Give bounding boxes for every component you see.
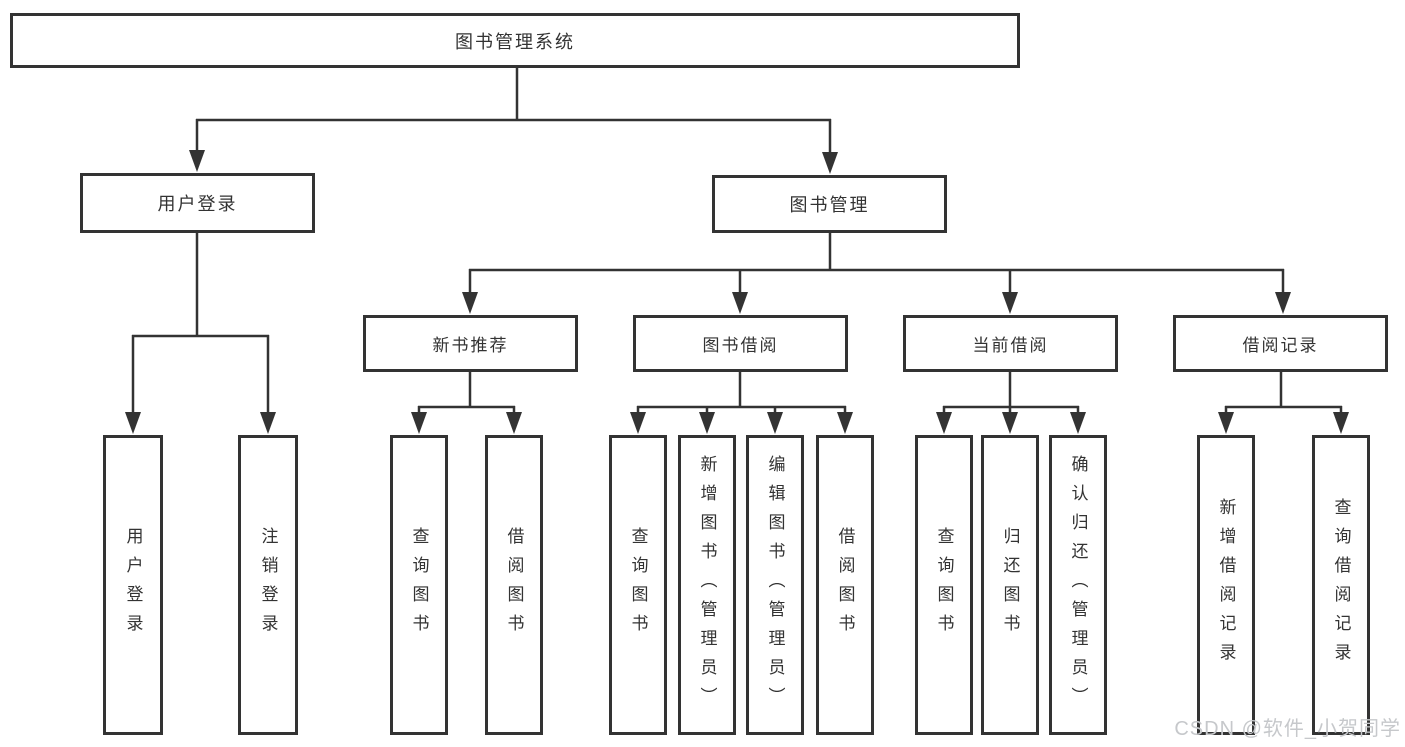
leaf-borrow-query-books: 查询图书 bbox=[609, 435, 667, 735]
node-new-book-recommend: 新书推荐 bbox=[363, 315, 578, 372]
edge-records-to-children bbox=[1224, 372, 1343, 414]
arrowhead bbox=[1218, 412, 1234, 434]
arrowhead bbox=[822, 152, 838, 174]
leaf-newrec-query-books: 查询图书 bbox=[390, 435, 448, 735]
arrowhead bbox=[462, 292, 478, 314]
node-user-login: 用户登录 bbox=[80, 173, 315, 233]
arrowhead bbox=[1070, 412, 1086, 434]
arrowhead bbox=[1002, 412, 1018, 434]
leaf-records-add-record: 新增借阅记录 bbox=[1197, 435, 1255, 735]
edge-borrow-to-children bbox=[636, 372, 847, 414]
arrowheads bbox=[125, 150, 1349, 434]
leaf-user-login: 用户登录 bbox=[103, 435, 163, 735]
leaf-newrec-borrow-books: 借阅图书 bbox=[485, 435, 543, 735]
arrowhead bbox=[837, 412, 853, 434]
arrowhead bbox=[732, 292, 748, 314]
node-current-borrow: 当前借阅 bbox=[903, 315, 1118, 372]
arrowhead bbox=[260, 412, 276, 434]
edge-userlogin-to-children bbox=[131, 233, 270, 414]
leaf-current-return-books: 归还图书 bbox=[981, 435, 1039, 735]
leaf-borrow-edit-books-admin: 编辑图书（管理员） bbox=[746, 435, 804, 735]
arrowhead bbox=[1275, 292, 1291, 314]
arrowhead bbox=[411, 412, 427, 434]
arrowhead bbox=[1333, 412, 1349, 434]
edge-bookmgmt-to-level3 bbox=[468, 233, 1285, 294]
leaf-borrow-add-books-admin: 新增图书（管理员） bbox=[678, 435, 736, 735]
edge-newbook-to-children bbox=[417, 372, 516, 414]
node-borrow-records: 借阅记录 bbox=[1173, 315, 1388, 372]
arrowhead bbox=[630, 412, 646, 434]
arrowhead bbox=[1002, 292, 1018, 314]
edge-root-to-level2 bbox=[195, 68, 832, 154]
node-book-borrow: 图书借阅 bbox=[633, 315, 848, 372]
arrowhead bbox=[506, 412, 522, 434]
arrowhead bbox=[699, 412, 715, 434]
leaf-borrow-borrow-books: 借阅图书 bbox=[816, 435, 874, 735]
csdn-watermark: CSDN @软件_小贺同学 bbox=[1174, 718, 1401, 740]
leaf-logout: 注销登录 bbox=[238, 435, 298, 735]
arrowhead bbox=[767, 412, 783, 434]
edge-current-to-children bbox=[942, 372, 1080, 414]
arrowhead bbox=[125, 412, 141, 434]
leaf-current-query-books: 查询图书 bbox=[915, 435, 973, 735]
node-root: 图书管理系统 bbox=[10, 13, 1020, 68]
node-book-management: 图书管理 bbox=[712, 175, 947, 233]
leaf-current-confirm-return-admin: 确认归还（管理员） bbox=[1049, 435, 1107, 735]
arrowhead bbox=[189, 150, 205, 172]
leaf-records-query-record: 查询借阅记录 bbox=[1312, 435, 1370, 735]
arrowhead bbox=[936, 412, 952, 434]
